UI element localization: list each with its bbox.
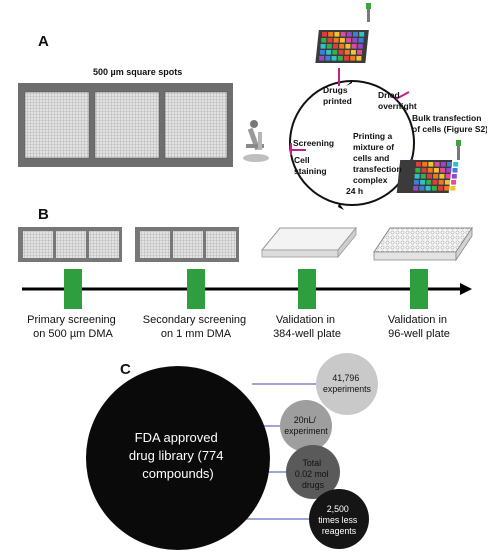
- drug-plate-bottom: [396, 140, 461, 193]
- main-circle-label: FDA approved drug library (774 compounds…: [129, 430, 227, 481]
- bubble-experiments: [316, 353, 378, 415]
- well-plate-384: [260, 226, 358, 259]
- label-drugs-printed: Drugs printed: [323, 85, 352, 106]
- panel-c-label: C: [120, 361, 131, 378]
- microscope-icon: [243, 120, 269, 162]
- drug-plate-top: [315, 3, 371, 63]
- bubble-reagents-label: 2,500 times less reagents: [318, 504, 360, 536]
- timeline-marker: [187, 269, 205, 309]
- dma-slide-primary: [18, 227, 122, 262]
- timeline-marker: [298, 269, 316, 309]
- label-24h: 24 h: [346, 186, 363, 196]
- label-printing-mixture: Printing a mixture of cells and transfec…: [353, 131, 404, 185]
- label-screening: Screening: [293, 138, 334, 148]
- main-circle: [86, 366, 270, 550]
- bubble-reagents: [309, 489, 369, 549]
- panel-b-label: B: [38, 206, 49, 223]
- label-cell-staining: Cell staining: [294, 155, 327, 176]
- bubble-total-drugs-label: Total 0.02 mol drugs: [295, 458, 331, 490]
- label-bulk-transfection: Bulk transfection of cells (Figure S2): [412, 113, 487, 134]
- timeline-marker: [64, 269, 82, 309]
- bubble-volume: [280, 400, 332, 452]
- array-title: 500 µm square spots: [93, 67, 182, 77]
- dma-slide-large: [18, 83, 233, 167]
- timeline-marker: [410, 269, 428, 309]
- bubble-volume-label: 20nL/ experiment: [284, 415, 328, 436]
- dma-slide-secondary: [135, 227, 239, 262]
- label-dried-overnight: Dried overnight: [378, 90, 417, 111]
- bubble-total-drugs: [286, 445, 340, 499]
- panel-a-label: A: [38, 33, 49, 50]
- well-plate-96: [373, 226, 473, 262]
- stage-primary: Primary screening on 500 µm DMA: [27, 314, 119, 340]
- stage-384: Validation in 384-well plate: [273, 314, 341, 340]
- bubble-experiments-label: 41,796 experiments: [323, 373, 372, 394]
- cycle-arrow-icon: [338, 203, 344, 210]
- stage-secondary: Secondary screening on 1 mm DMA: [143, 314, 249, 340]
- stage-96: Validation in 96-well plate: [388, 314, 450, 340]
